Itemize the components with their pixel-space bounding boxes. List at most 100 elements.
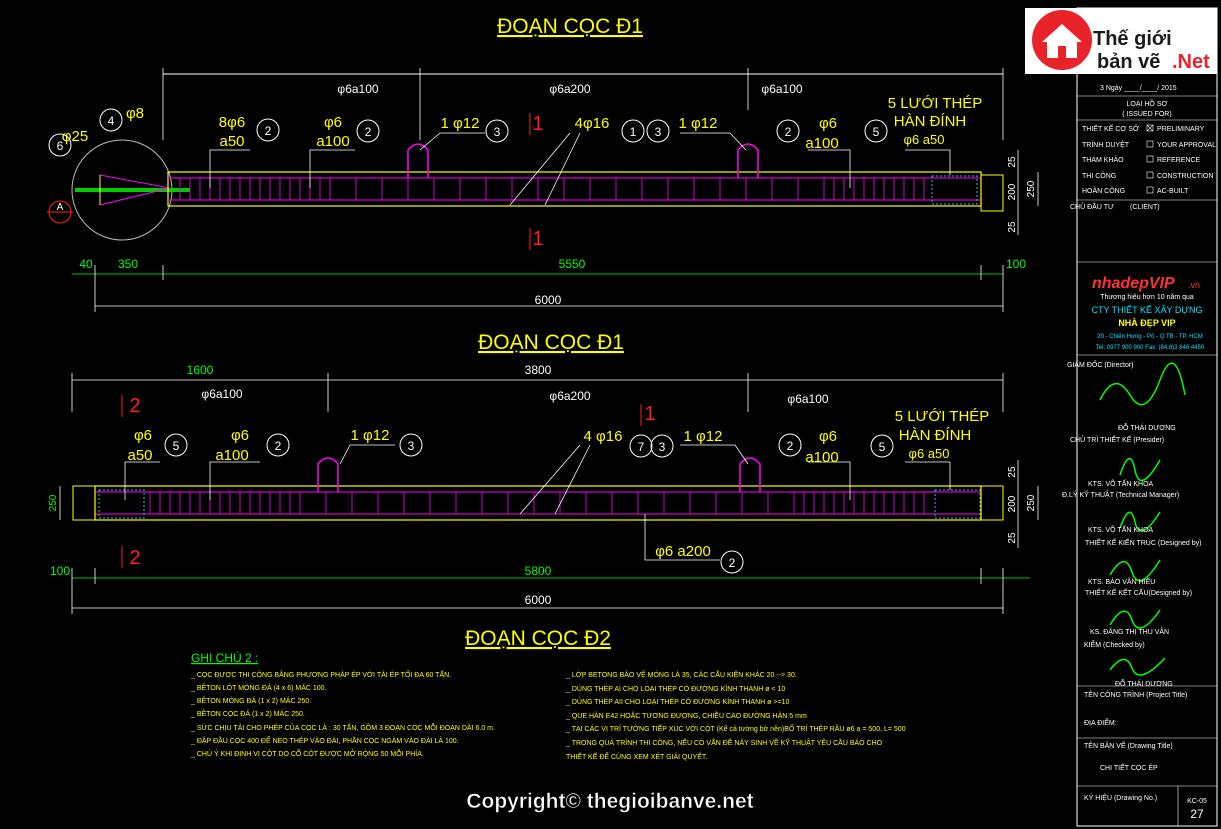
svg-text:HÀN ĐÍNH: HÀN ĐÍNH [899, 427, 972, 444]
svg-text:AC-BUILT: AC-BUILT [1157, 188, 1189, 195]
copyright: Copyright© thegioibanve.net [466, 790, 753, 813]
svg-text:KS. ĐẶNG THỊ THU VÂN: KS. ĐẶNG THỊ THU VÂN [1090, 627, 1169, 636]
p1-a100-right: a100 [805, 135, 838, 152]
svg-text:KIỂM (Checked by): KIỂM (Checked by) [1084, 640, 1145, 649]
svg-text:7: 7 [638, 440, 645, 454]
svg-text:KC-05: KC-05 [1187, 798, 1207, 805]
p1-a50: a50 [219, 133, 244, 150]
svg-text:KTS. VÕ TẤN KHOA: KTS. VÕ TẤN KHOA [1088, 524, 1154, 534]
title-block: 3 Ngày ____/____/ 2015 LOẠI HỒ SƠ ( ISSU… [1062, 7, 1218, 827]
svg-text:100: 100 [1006, 257, 1026, 271]
svg-text:HOÀN CÔNG: HOÀN CÔNG [1082, 186, 1125, 195]
svg-text:250: 250 [1026, 494, 1037, 511]
logo-line1: Thế giới [1093, 28, 1172, 50]
svg-text:THAM KHẢO: THAM KHẢO [1082, 155, 1124, 164]
brand: nhadepVIP [1092, 275, 1175, 292]
p1-label-25: φ25 [62, 128, 88, 145]
svg-text:27: 27 [1190, 807, 1204, 821]
p1-1phi12-right: 1 φ12 [679, 115, 718, 132]
svg-text:20 - Chiến Hưng - Pô - Q.TB -: 20 - Chiến Hưng - Pô - Q.TB - TP. HCM [1097, 334, 1203, 340]
svg-text:_ BÊTON LÓT MÓNG ĐÁ (4 x 6) MÁ: _ BÊTON LÓT MÓNG ĐÁ (4 x 6) MÁC 100. [190, 683, 327, 692]
svg-text:YOUR APPROVAL: YOUR APPROVAL [1157, 142, 1216, 149]
svg-text:25: 25 [1007, 532, 1018, 544]
svg-text:LOẠI HỒ SƠ: LOẠI HỒ SƠ [1126, 98, 1167, 108]
svg-text:2: 2 [787, 439, 794, 453]
svg-text:2: 2 [785, 125, 792, 139]
svg-text:_ BÊTON CỌC ĐÁ (1 x 2) MÁC 250: _ BÊTON CỌC ĐÁ (1 x 2) MÁC 250. [190, 709, 305, 718]
svg-text:φ6: φ6 [819, 428, 837, 445]
p1-8phi6: 8φ6 [219, 114, 245, 131]
p1-mesh-3: φ6 a50 [904, 132, 945, 147]
svg-text:THIẾT KẾ KIẾN TRÚC (Designed b: THIẾT KẾ KIẾN TRÚC (Designed by) [1085, 537, 1201, 547]
svg-text:Đ.LÝ KỸ THUẬT (Technical Manag: Đ.LÝ KỸ THUẬT (Technical Manager) [1062, 490, 1179, 499]
svg-text:5800: 5800 [525, 564, 552, 578]
notes-heading: GHI CHÚ 2 : [191, 650, 258, 665]
svg-text:CHI TIẾT CỌC ÉP: CHI TIẾT CỌC ÉP [1100, 762, 1158, 772]
svg-text:350: 350 [118, 257, 138, 271]
p1-spacing-left: φ6a100 [337, 82, 378, 96]
svg-text:2: 2 [729, 556, 736, 570]
svg-text:2: 2 [365, 125, 372, 139]
svg-text:_ CỌC ĐƯỢC THI CÔNG BẰNG PHƯƠN: _ CỌC ĐƯỢC THI CÔNG BẰNG PHƯƠNG PHÁP ÉP … [190, 669, 451, 679]
svg-text:2: 2 [265, 124, 272, 138]
svg-text:25: 25 [1007, 221, 1018, 233]
svg-text:_ QUE HÀN E42 HOẶC TƯƠNG ĐƯƠNG: _ QUE HÀN E42 HOẶC TƯƠNG ĐƯƠNG, CHIỀU CA… [565, 710, 807, 720]
svg-text:KTS. VÕ TẤN KHOA: KTS. VÕ TẤN KHOA [1088, 478, 1154, 488]
svg-text:_ ĐẬP ĐẦU CỌC 400 ĐỂ NEO THÉP: _ ĐẬP ĐẦU CỌC 400 ĐỂ NEO THÉP VÀO ĐÀI, P… [190, 735, 459, 745]
svg-text:3: 3 [408, 439, 415, 453]
p2-bottom-spacing: φ6 a200 [655, 543, 711, 560]
p1-spacing-mid: φ6a200 [549, 82, 590, 96]
svg-text:200: 200 [1007, 183, 1018, 200]
svg-text:1600: 1600 [187, 363, 214, 377]
title-d1-mid: ĐOẠN CỌC Đ1 [478, 331, 624, 354]
svg-text:a100: a100 [805, 449, 838, 466]
svg-text:CHỦ ĐẦU TƯ: CHỦ ĐẦU TƯ [1070, 201, 1114, 211]
pile-d1-top: ĐOẠN CỌC Đ1 φ6a100 φ6a200 φ6a100 [47, 15, 1039, 312]
svg-text:ĐỖ THÁI DƯƠNG: ĐỖ THÁI DƯƠNG [1118, 423, 1176, 432]
svg-text:6000: 6000 [535, 293, 562, 307]
svg-text:40: 40 [79, 257, 93, 271]
svg-text:4 φ16: 4 φ16 [584, 428, 623, 445]
svg-text:CONSTRUCTION: CONSTRUCTION [1157, 173, 1213, 180]
logo-net: .Net [1172, 51, 1210, 73]
svg-text:_ BÊTON MÓNG ĐÁ (1 x 2) MÁC 25: _ BÊTON MÓNG ĐÁ (1 x 2) MÁC 250. [190, 696, 311, 705]
p1-section-1-top: 1 [532, 113, 543, 135]
svg-text:( ISSUED FOR): ( ISSUED FOR) [1122, 111, 1171, 118]
p1-4phi16: 4φ16 [575, 115, 610, 132]
svg-text:6000: 6000 [525, 593, 552, 607]
svg-text:5550: 5550 [559, 257, 586, 271]
svg-text:200: 200 [1007, 495, 1018, 512]
p2-section-2-bottom: 2 [129, 547, 140, 569]
logo-line2: bản vẽ [1097, 51, 1160, 73]
svg-text:CHỦ TRÌ THIẾT KẾ (Presider): CHỦ TRÌ THIẾT KẾ (Presider) [1070, 434, 1164, 444]
svg-text:_ CHÚ Ý KHI ĐỊNH VỊ CỘT DO CỔ: _ CHÚ Ý KHI ĐỊNH VỊ CỘT DO CỔ CỘT ĐƯỢC M… [190, 749, 424, 758]
p1-callout-6: 6 [57, 139, 64, 153]
svg-text:1 φ12: 1 φ12 [684, 428, 723, 445]
svg-text:3: 3 [655, 125, 662, 139]
svg-text:PRELIMINARY: PRELIMINARY [1157, 126, 1205, 133]
svg-text:2: 2 [275, 439, 282, 453]
svg-text:250: 250 [1026, 180, 1037, 197]
p1-phi6: φ6 [324, 114, 342, 131]
svg-text:ĐỖ THÁI DƯƠNG: ĐỖ THÁI DƯƠNG [1115, 679, 1173, 688]
svg-text:TÊN BẢN VẼ (Drawing Title): TÊN BẢN VẼ (Drawing Title) [1084, 741, 1173, 750]
svg-text:_ TRONG QUÁ TRÌNH THI CÔNG, NẾ: _ TRONG QUÁ TRÌNH THI CÔNG, NẾU CÓ VẤN Đ… [565, 737, 883, 747]
svg-text:3 Ngày ____/____/ 2015: 3 Ngày ____/____/ 2015 [1100, 85, 1177, 92]
svg-text:a50: a50 [127, 447, 152, 464]
svg-text:250: 250 [48, 494, 59, 511]
pile-d1-mid: ĐOẠN CỌC Đ1 1600 3800 φ6a100 φ6a200 φ6a1… [48, 331, 1039, 614]
svg-text:_ DÙNG THÉP AI CHO LOẠI THÉP C: _ DÙNG THÉP AI CHO LOẠI THÉP CÓ ĐƯỜNG KÍ… [565, 684, 785, 693]
svg-text:(CLIENT): (CLIENT) [1130, 204, 1160, 211]
title-d1-top: ĐOẠN CỌC Đ1 [497, 15, 643, 38]
p1-label-8: φ8 [126, 105, 144, 122]
svg-text:5: 5 [873, 125, 880, 139]
p2-spacing-left: φ6a100 [201, 387, 242, 401]
svg-text:GIÁM ĐỐC (Director): GIÁM ĐỐC (Director) [1067, 359, 1134, 369]
svg-text:5: 5 [173, 439, 180, 453]
title-d2: ĐOẠN CỌC Đ2 [465, 627, 611, 650]
site-logo: Thế giới bản vẽ .Net [1025, 8, 1217, 74]
p1-a100: a100 [316, 133, 349, 150]
svg-text:3: 3 [659, 440, 666, 454]
svg-text:.vn: .vn [1188, 280, 1200, 290]
